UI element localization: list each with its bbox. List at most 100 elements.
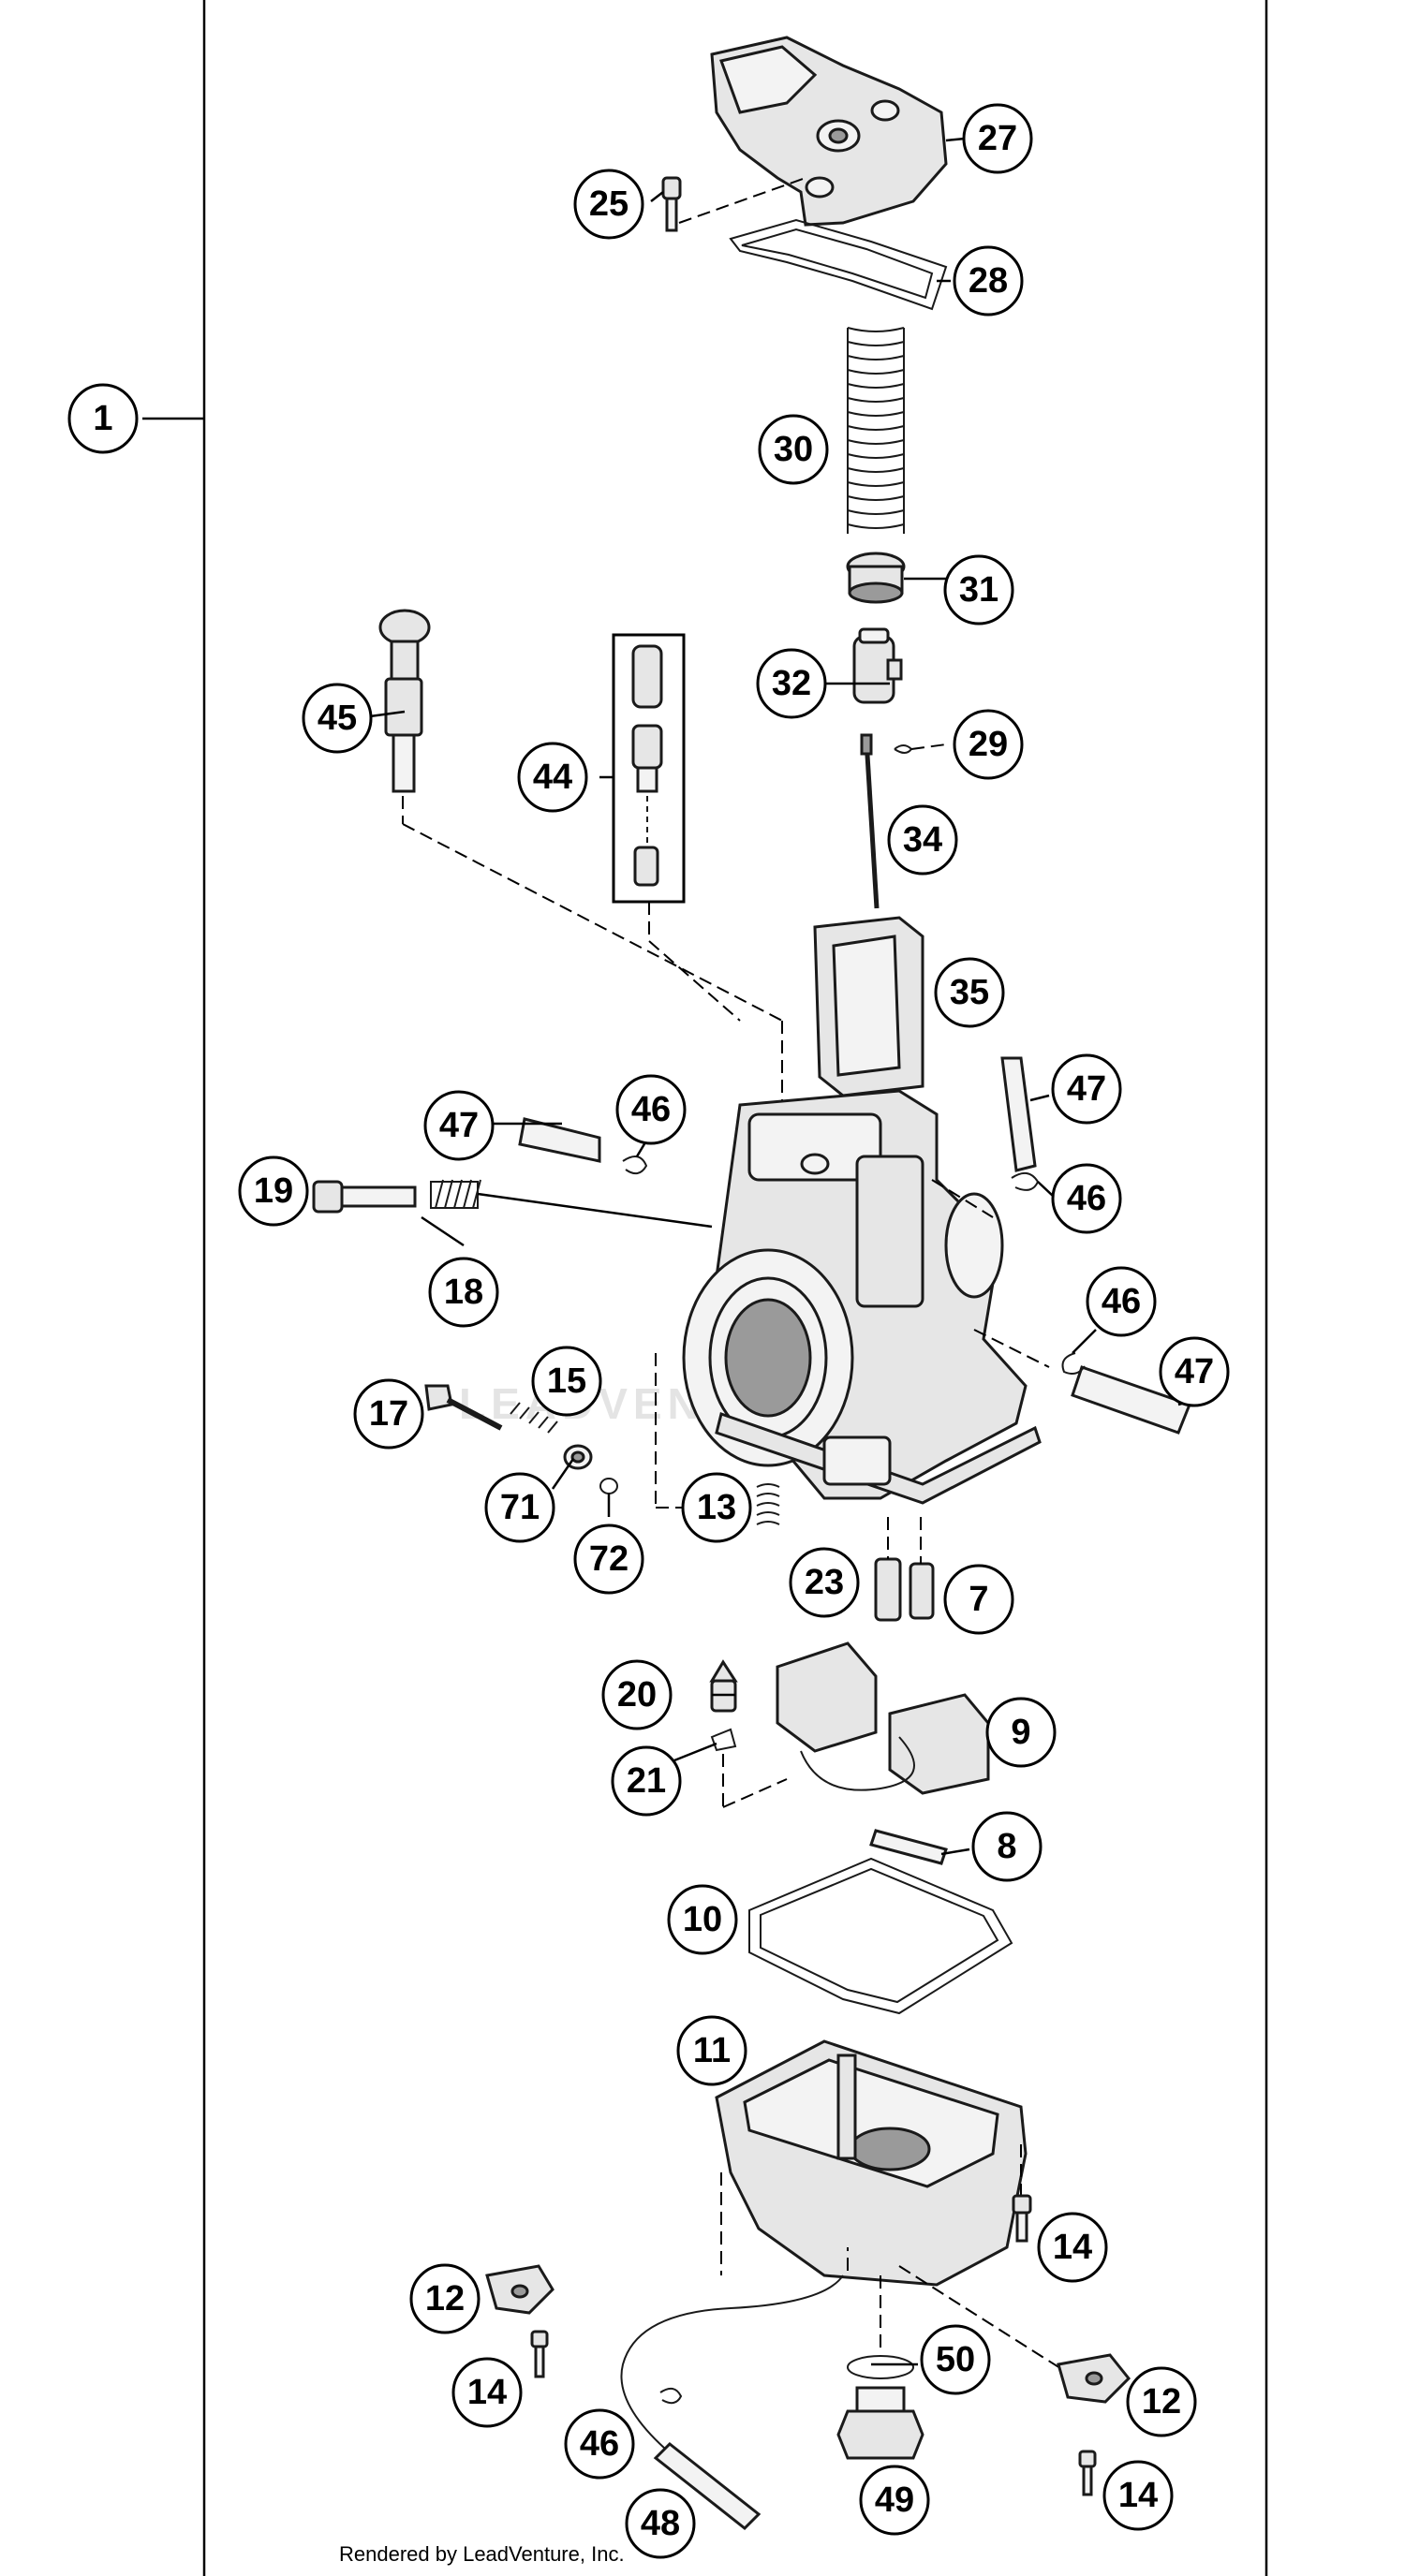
part-9-floats <box>776 1641 990 1795</box>
svg-text:46: 46 <box>1067 1179 1106 1218</box>
part-48-vent-hose <box>620 2247 849 2531</box>
part-45-idle-screw <box>378 609 783 1105</box>
callout-12-left: 12 <box>409 2263 481 2334</box>
part-23-jet <box>874 1517 902 1622</box>
svg-text:47: 47 <box>1067 1069 1106 1109</box>
part-11-float-bowl <box>715 2039 1092 2389</box>
callout-21: 21 <box>611 1745 682 1817</box>
svg-text:25: 25 <box>589 184 629 224</box>
callout-29: 29 <box>953 709 1024 780</box>
part-29-clip <box>894 743 947 754</box>
callout-35: 35 <box>934 957 1005 1028</box>
part-7-jet <box>909 1517 935 1620</box>
part-25-screw <box>661 176 806 232</box>
svg-text:20: 20 <box>617 1675 657 1715</box>
svg-text:46: 46 <box>631 1090 671 1129</box>
svg-text:29: 29 <box>969 725 1008 764</box>
svg-text:11: 11 <box>693 2031 731 2070</box>
part-35-slide <box>813 916 924 1097</box>
part-19-throttle-screw <box>312 1180 417 1214</box>
svg-text:14: 14 <box>467 2373 507 2412</box>
callout-44: 44 <box>517 742 588 813</box>
svg-text:18: 18 <box>444 1273 483 1312</box>
callout-17: 17 <box>353 1378 424 1450</box>
callout-27: 27 <box>962 103 1033 174</box>
svg-text:19: 19 <box>254 1171 293 1211</box>
callout-32: 32 <box>756 648 827 719</box>
callout-8: 8 <box>971 1811 1043 1882</box>
callout-14-lower-right: 14 <box>1102 2460 1174 2531</box>
callout-71: 71 <box>484 1472 555 1543</box>
part-49-drain-plug <box>836 2386 924 2460</box>
callout-1: 1 <box>67 383 139 454</box>
svg-text:21: 21 <box>627 1761 666 1801</box>
part-27-top-cap <box>710 36 948 227</box>
callout-30: 30 <box>758 414 829 485</box>
part-18-spring <box>430 1179 713 1229</box>
callout-31: 31 <box>943 554 1014 626</box>
svg-text:46: 46 <box>580 2424 619 2464</box>
svg-text:31: 31 <box>959 570 998 610</box>
part-28-gasket <box>729 218 948 311</box>
part-17-air-screw <box>424 1384 503 1431</box>
svg-text:32: 32 <box>772 664 811 703</box>
callout-28: 28 <box>953 245 1024 316</box>
part-32-needle-holder <box>852 627 903 704</box>
callout-47-left: 47 <box>423 1090 495 1161</box>
svg-text:50: 50 <box>936 2340 975 2379</box>
part-47-rod-left <box>518 1117 601 1163</box>
part-46-clip-lower <box>1061 1352 1086 1375</box>
part-10-gasket <box>748 1857 1013 2015</box>
callout-25: 25 <box>573 169 644 240</box>
part-46-clip-hose <box>659 2387 683 2405</box>
svg-text:15: 15 <box>547 1362 586 1401</box>
svg-text:46: 46 <box>1102 1282 1141 1321</box>
part-47-rod-lower <box>1071 1365 1191 1435</box>
callout-14-right: 14 <box>1037 2212 1108 2283</box>
svg-text:10: 10 <box>683 1900 722 1939</box>
callout-49: 49 <box>859 2465 930 2536</box>
svg-text:35: 35 <box>950 973 989 1012</box>
svg-text:1: 1 <box>93 399 112 438</box>
part-14-screw-left <box>530 2330 549 2378</box>
part-20-needle-valve <box>709 1659 738 1713</box>
callout-47-right: 47 <box>1051 1053 1122 1125</box>
svg-text:8: 8 <box>997 1827 1016 1866</box>
assembly-bracket <box>142 0 1268 2576</box>
svg-text:47: 47 <box>439 1106 479 1145</box>
part-46-clip-left <box>622 1156 648 1175</box>
callout-20: 20 <box>601 1659 673 1730</box>
callout-50: 50 <box>920 2324 991 2395</box>
callout-47-lower: 47 <box>1159 1336 1230 1407</box>
callout-46-left: 46 <box>615 1074 687 1145</box>
carburetor-body <box>655 1089 1050 1509</box>
part-13-spring <box>756 1483 780 1525</box>
svg-text:27: 27 <box>978 119 1017 158</box>
callout-15: 15 <box>531 1346 602 1417</box>
svg-text:14: 14 <box>1053 2228 1092 2267</box>
callout-23: 23 <box>789 1547 860 1618</box>
part-72-o-ring <box>599 1478 618 1494</box>
svg-text:12: 12 <box>425 2279 465 2318</box>
callout-46-hose: 46 <box>564 2408 635 2480</box>
callout-18: 18 <box>428 1257 499 1328</box>
part-46-clip-right <box>1011 1171 1040 1191</box>
svg-text:30: 30 <box>774 430 813 469</box>
callout-46-right: 46 <box>1051 1163 1122 1234</box>
svg-text:71: 71 <box>500 1488 540 1527</box>
callout-34: 34 <box>887 804 958 876</box>
svg-text:49: 49 <box>875 2480 914 2520</box>
svg-text:14: 14 <box>1118 2476 1158 2515</box>
part-44-jet-kit <box>612 633 741 1022</box>
svg-text:17: 17 <box>369 1394 408 1434</box>
svg-text:44: 44 <box>533 758 572 797</box>
svg-text:28: 28 <box>969 261 1008 301</box>
svg-text:34: 34 <box>903 820 942 860</box>
part-14-screw-lower-right <box>1078 2450 1097 2496</box>
callout-19: 19 <box>238 1156 309 1227</box>
callout-7: 7 <box>943 1564 1014 1635</box>
part-21-clip <box>710 1728 788 1808</box>
svg-text:47: 47 <box>1175 1352 1214 1391</box>
part-50-o-ring <box>847 2355 914 2379</box>
